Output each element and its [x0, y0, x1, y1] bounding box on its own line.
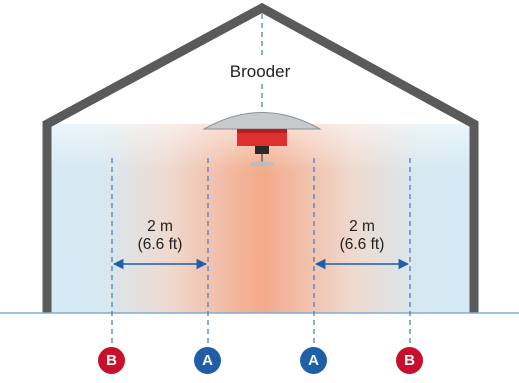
distance-imperial-right: (6.6 ft): [339, 236, 385, 253]
barn-outline: [42, 2, 479, 313]
distance-value-left: 2 m: [147, 218, 173, 235]
distance-value-right: 2 m: [349, 218, 375, 235]
distance-label-left: 2 m (6.6 ft): [112, 218, 208, 254]
brooder-heater: [202, 112, 322, 167]
marker-a-left: A: [194, 347, 221, 374]
distance-label-right: 2 m (6.6 ft): [314, 218, 410, 254]
marker-a-right: A: [300, 347, 327, 374]
marker-b-left: B: [98, 347, 125, 374]
distance-imperial-left: (6.6 ft): [137, 236, 183, 253]
marker-b-right: B: [396, 347, 423, 374]
brooder-label: Brooder: [229, 62, 291, 81]
